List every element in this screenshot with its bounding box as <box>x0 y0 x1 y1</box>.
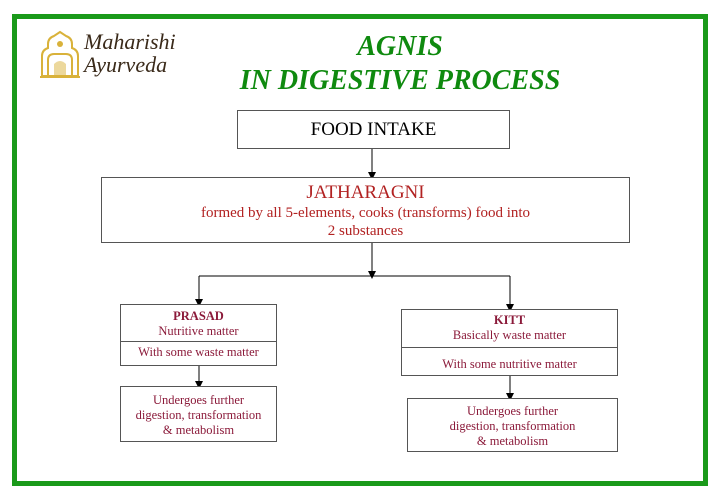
palace-emblem-icon <box>40 30 80 78</box>
kitt-line-1: Basically waste matter <box>452 328 567 342</box>
prasad-heading: PRASAD <box>173 309 224 323</box>
food-intake-box: FOOD INTAKE <box>237 110 510 149</box>
logo-line-1: Maharishi <box>84 29 176 54</box>
maharishi-ayurveda-logo: Maharishi Ayurveda <box>38 30 188 82</box>
prasad-further-line-1: Undergoes further <box>152 393 245 407</box>
kitt-further-box: Undergoes further digestion, transformat… <box>407 398 618 452</box>
prasad-further-line-3: & metabolism <box>162 423 235 437</box>
prasad-further-line-2: digestion, transformation <box>135 408 262 422</box>
kitt-line-2: With some nutritive matter <box>442 357 577 371</box>
title-line-1: AGNIS <box>357 31 443 62</box>
jatharagni-box: JATHARAGNI formed by all 5-elements, coo… <box>101 177 630 243</box>
kitt-heading: KITT <box>493 313 526 327</box>
slide-title: AGNIS IN DIGESTIVE PROCESS <box>150 30 650 98</box>
jatharagni-line-1: formed by all 5-elements, cooks (transfo… <box>200 205 531 221</box>
title-line-2: IN DIGESTIVE PROCESS <box>239 65 561 96</box>
kitt-box: KITT Basically waste matter With some nu… <box>401 309 618 376</box>
kitt-further-line-2: digestion, transformation <box>449 419 576 433</box>
prasad-line-2: With some waste matter <box>138 345 259 359</box>
prasad-box: PRASAD Nutritive matter With some waste … <box>120 304 277 366</box>
prasad-further-box: Undergoes further digestion, transformat… <box>120 386 277 442</box>
jatharagni-heading: JATHARAGNI <box>306 182 425 203</box>
jatharagni-line-2: 2 substances <box>327 223 404 239</box>
prasad-line-1: Nutritive matter <box>158 324 239 338</box>
logo-line-2: Ayurveda <box>84 52 168 77</box>
kitt-further-line-3: & metabolism <box>476 434 549 448</box>
food-intake-label: FOOD INTAKE <box>310 119 437 140</box>
kitt-further-line-1: Undergoes further <box>466 404 559 418</box>
